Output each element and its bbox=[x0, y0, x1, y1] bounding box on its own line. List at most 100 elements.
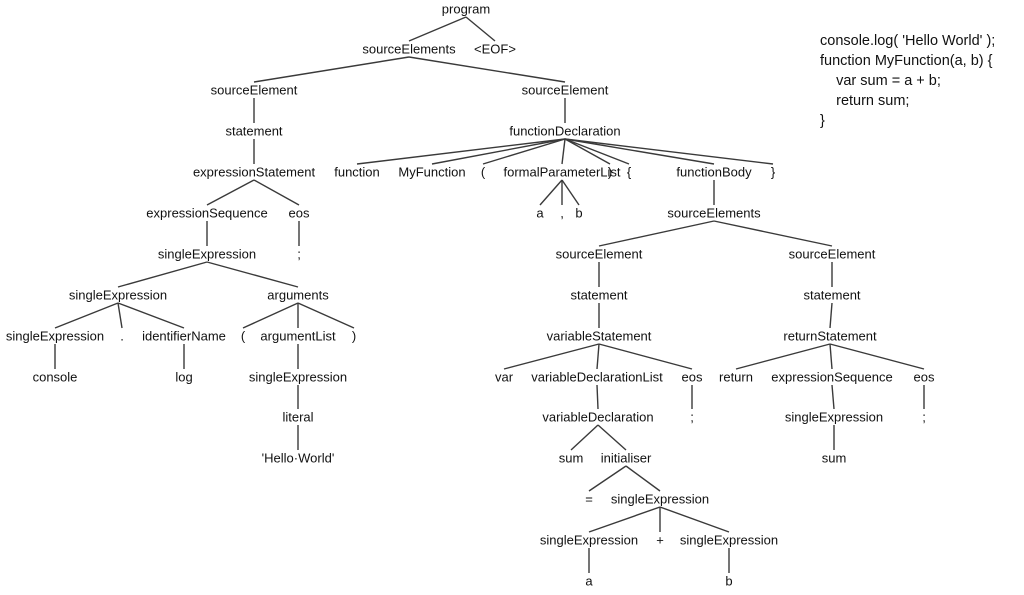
tree-node: sourceElement bbox=[521, 82, 609, 98]
tree-node: statement bbox=[225, 123, 283, 139]
tree-node: ; bbox=[297, 246, 301, 262]
tree-edge bbox=[564, 138, 715, 165]
tree-edge bbox=[596, 343, 600, 370]
code-line: console.log( 'Hello World' ); bbox=[820, 33, 996, 49]
source-code-snippet: console.log( 'Hello World' ); function M… bbox=[820, 31, 995, 131]
tree-edge bbox=[297, 302, 355, 329]
tree-edge bbox=[829, 302, 833, 329]
tree-edge bbox=[564, 138, 774, 165]
tree-edge bbox=[735, 343, 831, 370]
tree-node: functionDeclaration bbox=[509, 123, 621, 139]
tree-edge bbox=[598, 343, 693, 370]
tree-edge bbox=[503, 343, 600, 370]
tree-edge bbox=[713, 220, 833, 247]
tree-node: singleExpression bbox=[610, 491, 710, 507]
tree-node: singleExpression bbox=[248, 369, 348, 385]
tree-node: ; bbox=[690, 409, 694, 425]
code-line: function MyFunction(a, b) { bbox=[820, 53, 993, 69]
tree-node: argumentList bbox=[260, 328, 336, 344]
tree-edge bbox=[561, 138, 566, 165]
tree-node: { bbox=[626, 164, 632, 180]
tree-node: sourceElement bbox=[788, 246, 876, 262]
tree-node: 'Hello·World' bbox=[261, 450, 335, 466]
tree-node: expressionSequence bbox=[771, 369, 893, 385]
tree-edge bbox=[598, 220, 715, 247]
tree-node: singleExpression bbox=[68, 287, 168, 303]
tree-node: var bbox=[494, 369, 514, 385]
tree-node: a bbox=[585, 573, 593, 589]
tree-edge bbox=[206, 179, 255, 206]
tree-edge bbox=[117, 302, 123, 329]
tree-node: identifierName bbox=[142, 328, 226, 344]
tree-node: arguments bbox=[267, 287, 329, 303]
tree-node: ; bbox=[922, 409, 926, 425]
tree-edge bbox=[54, 302, 119, 329]
tree-node: function bbox=[334, 164, 380, 180]
tree-edge bbox=[829, 343, 833, 370]
tree-edge bbox=[482, 138, 566, 165]
tree-node: statement bbox=[570, 287, 628, 303]
tree-node: b bbox=[725, 573, 733, 589]
tree-edge bbox=[625, 465, 661, 492]
tree-node: b bbox=[575, 205, 583, 221]
tree-node: <EOF> bbox=[474, 41, 516, 57]
tree-edge bbox=[588, 465, 627, 492]
tree-node: sourceElement bbox=[210, 82, 298, 98]
tree-node: MyFunction bbox=[398, 164, 466, 180]
tree-edge bbox=[117, 302, 185, 329]
tree-node: eos bbox=[288, 205, 310, 221]
tree-node: console bbox=[32, 369, 78, 385]
tree-node: a bbox=[536, 205, 544, 221]
tree-node: singleExpression bbox=[5, 328, 105, 344]
tree-node: } bbox=[770, 164, 776, 180]
tree-node: , bbox=[560, 205, 564, 221]
tree-edge bbox=[570, 424, 599, 451]
tree-edge bbox=[561, 179, 580, 206]
tree-node: ( bbox=[480, 164, 486, 180]
tree-node: singleExpression bbox=[157, 246, 257, 262]
tree-node: expressionSequence bbox=[146, 205, 268, 221]
code-line: return sum; bbox=[820, 93, 910, 109]
tree-edge bbox=[408, 16, 467, 42]
tree-node: eos bbox=[681, 369, 703, 385]
tree-node: formalParameterList bbox=[503, 164, 621, 180]
tree-edge bbox=[829, 343, 925, 370]
tree-edge bbox=[408, 56, 566, 83]
tree-node: singleExpression bbox=[784, 409, 884, 425]
tree-edge bbox=[564, 138, 630, 165]
tree-edge bbox=[588, 506, 661, 533]
tree-node: = bbox=[585, 491, 593, 507]
tree-edge bbox=[117, 261, 208, 288]
tree-edge bbox=[659, 506, 730, 533]
tree-node: singleExpression bbox=[539, 532, 639, 548]
code-line: } bbox=[820, 113, 825, 129]
tree-node: + bbox=[656, 532, 664, 548]
tree-edge bbox=[539, 179, 563, 206]
tree-node: variableDeclaration bbox=[542, 409, 654, 425]
tree-node: eos bbox=[913, 369, 935, 385]
tree-node: ( bbox=[240, 328, 246, 344]
tree-node: statement bbox=[803, 287, 861, 303]
code-line: var sum = a + b; bbox=[820, 73, 941, 89]
tree-node: returnStatement bbox=[783, 328, 877, 344]
tree-node: initialiser bbox=[600, 450, 652, 466]
tree-node: return bbox=[719, 369, 753, 385]
tree-node: ) bbox=[607, 164, 613, 180]
tree-node: sourceElements bbox=[362, 41, 456, 57]
tree-node: literal bbox=[282, 409, 314, 425]
tree-edge bbox=[242, 302, 299, 329]
tree-node: log bbox=[175, 369, 193, 385]
tree-edge bbox=[564, 138, 611, 165]
tree-edge bbox=[356, 138, 566, 165]
tree-node: singleExpression bbox=[679, 532, 779, 548]
tree-node: sourceElements bbox=[667, 205, 761, 221]
tree-edge bbox=[596, 384, 599, 410]
tree-node: variableStatement bbox=[546, 328, 652, 344]
tree-edge bbox=[206, 261, 299, 288]
tree-node: sum bbox=[821, 450, 847, 466]
tree-edge bbox=[431, 138, 566, 165]
tree-node: program bbox=[441, 1, 491, 17]
tree-edge bbox=[253, 56, 410, 83]
